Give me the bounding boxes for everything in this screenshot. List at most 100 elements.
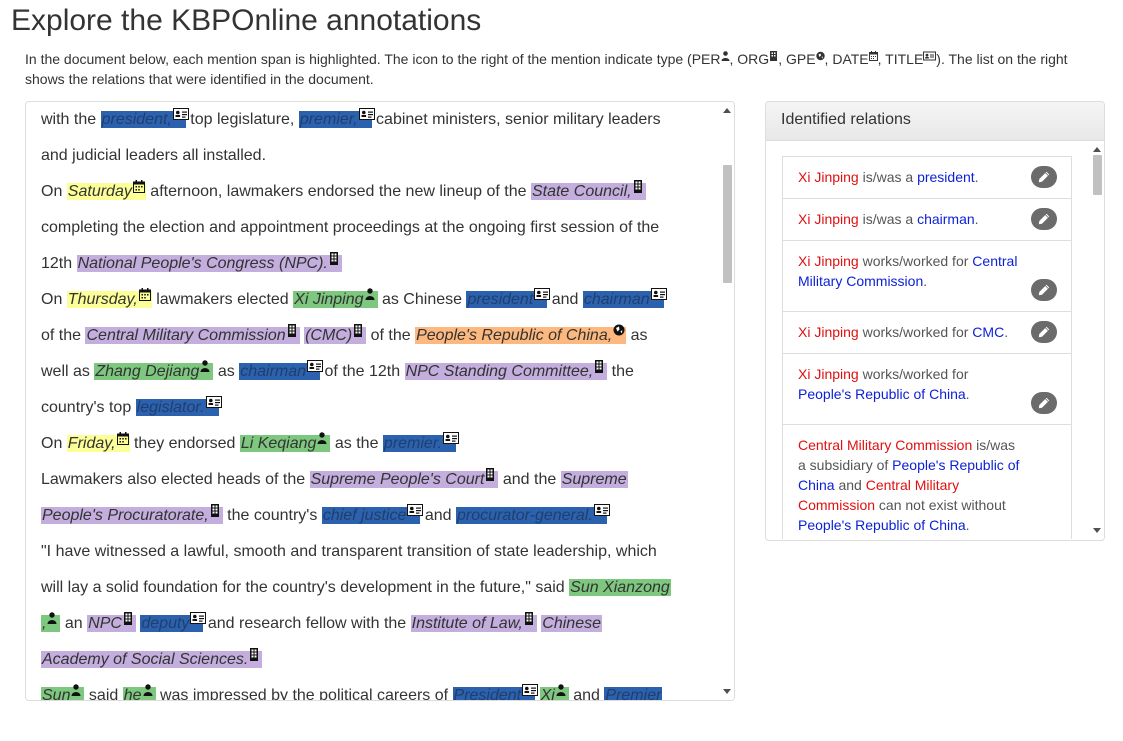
document-text-fragment: On — [41, 183, 67, 200]
mention-title[interactable]: president, — [100, 108, 189, 128]
mention-per[interactable]: Sun Xianzong — [569, 579, 671, 596]
document-text-fragment: they endorsed — [129, 435, 240, 452]
legend-separator: , — [877, 51, 886, 67]
relation-text: Xi Jinping works/worked for Central Mili… — [798, 251, 1056, 291]
edit-relation-button[interactable] — [1031, 208, 1057, 230]
calendar-icon — [132, 180, 145, 194]
id-card-icon — [358, 108, 375, 122]
document-text-fragment: of the — [41, 327, 86, 344]
mention-title[interactable]: premier. — [382, 432, 460, 452]
mention-text: People's Procuratorate, — [42, 507, 209, 524]
document-text-fragment: an — [60, 615, 88, 632]
document-line: completing the election and appointment … — [41, 210, 721, 246]
mention-org[interactable]: Central Military Commission — [85, 324, 300, 344]
mention-text: procurator-general. — [457, 507, 593, 524]
mention-title[interactable]: procurator-general. — [456, 504, 610, 524]
edit-relation-button[interactable] — [1031, 321, 1057, 343]
id-card-icon — [650, 288, 667, 302]
mention-per[interactable]: Zhang Dejiang — [94, 360, 214, 380]
mention-title[interactable]: chairman — [239, 360, 324, 380]
mention-text: Central Military Commission — [86, 327, 286, 344]
mention-text: President — [453, 687, 522, 701]
relation-subject: Central Military Commission — [798, 437, 973, 453]
scroll-up-arrow-icon[interactable] — [723, 108, 731, 113]
mention-title[interactable]: president — [466, 288, 551, 308]
mention-per[interactable]: Xi Jinping — [293, 288, 378, 308]
id-card-icon — [534, 288, 551, 302]
mention-text: Li Keqiang — [240, 435, 317, 452]
intro-lead: In the document below, each mention span… — [25, 51, 692, 67]
mention-title[interactable]: deputy — [140, 612, 207, 632]
mention-title[interactable]: premier, — [298, 108, 375, 128]
mention-per[interactable]: Li Keqiang — [239, 432, 331, 452]
id-card-icon — [407, 504, 424, 518]
mention-gpe[interactable]: People's Republic of China, — [415, 324, 627, 344]
mention-org[interactable]: Academy of Social Sciences. — [41, 648, 263, 668]
id-card-icon — [593, 504, 610, 518]
document-scrollbar[interactable] — [720, 102, 734, 700]
calendar-icon — [138, 288, 151, 302]
relations-body: Xi Jinping is/was a president.Xi Jinping… — [766, 141, 1104, 539]
intro-text: In the document below, each mention span… — [25, 49, 1100, 89]
mention-date[interactable]: Saturday — [66, 180, 146, 200]
edit-relation-button[interactable] — [1031, 166, 1057, 188]
relation-predicate: can not exist without — [875, 497, 1006, 513]
mention-per[interactable]: Xi — [539, 684, 569, 701]
building-icon — [123, 612, 135, 626]
relation-predicate: is/was a — [858, 169, 918, 185]
mention-org[interactable]: (CMC) — [304, 324, 367, 344]
relation-item: Xi Jinping works/worked for Central Mili… — [782, 241, 1072, 312]
mention-text: Supreme — [561, 471, 627, 488]
document-line: with the president, top legislature, pre… — [41, 102, 721, 138]
document-text-fragment: completing the election and appointment … — [41, 219, 660, 236]
document-text-fragment: the — [607, 363, 634, 380]
mention-per[interactable]: , — [41, 612, 61, 632]
mention-org[interactable]: National People's Congress (NPC). — [76, 252, 342, 272]
mention-org[interactable]: Supreme People's Court — [309, 468, 499, 488]
mention-text: Chinese — [542, 615, 601, 632]
relation-text: Xi Jinping is/was a chairman. — [798, 209, 1056, 229]
document-line: will lay a solid foundation for the coun… — [41, 570, 721, 606]
scroll-down-arrow-icon[interactable] — [1093, 528, 1101, 533]
mention-title[interactable]: chief justice — [321, 504, 424, 524]
mention-title[interactable]: President — [452, 684, 539, 701]
mention-org[interactable]: NPC — [87, 612, 136, 632]
mention-text: Institute of Law, — [411, 615, 523, 632]
mention-text: State Council, — [531, 183, 632, 200]
id-card-icon — [205, 396, 222, 410]
mention-text: Supreme People's Court — [310, 471, 485, 488]
relation-predicate: . — [974, 169, 979, 185]
mention-text: Xi Jinping — [294, 291, 364, 308]
relations-scroll-thumb[interactable] — [1093, 155, 1102, 195]
relations-scrollbar[interactable] — [1091, 141, 1104, 539]
mention-per[interactable]: he — [122, 684, 156, 700]
mention-org[interactable]: NPC Standing Committee, — [404, 360, 608, 380]
mention-date[interactable]: Thursday, — [66, 288, 152, 308]
scroll-up-arrow-icon[interactable] — [1093, 147, 1101, 152]
mention-text: Xi — [540, 687, 555, 701]
document-text-fragment: On — [41, 291, 67, 308]
document-text-fragment: cabinet ministers, senior military leade… — [371, 111, 661, 128]
mention-org[interactable]: Institute of Law, — [410, 612, 537, 632]
mention-org[interactable]: Chinese — [541, 615, 602, 632]
relation-predicate: . — [923, 273, 928, 289]
mention-title[interactable]: Premier — [604, 687, 663, 700]
mention-text: Saturday — [67, 183, 132, 200]
edit-relation-button[interactable] — [1031, 279, 1057, 301]
legend-org-label: ORG — [737, 51, 770, 67]
mention-title[interactable]: legislator. — [135, 396, 222, 416]
document-scroll-thumb[interactable] — [723, 165, 732, 283]
mention-org[interactable]: People's Procuratorate, — [41, 504, 223, 524]
mention-text: premier, — [299, 111, 358, 128]
scroll-down-arrow-icon[interactable] — [723, 689, 731, 694]
document-text-fragment: top legislature, — [185, 111, 299, 128]
edit-relation-button[interactable] — [1031, 392, 1057, 414]
globe-icon — [613, 324, 625, 338]
relation-predicate: . — [1004, 324, 1009, 340]
mention-org[interactable]: State Council, — [530, 180, 646, 200]
document-line: country's top legislator. — [41, 390, 721, 426]
mention-per[interactable]: Sun — [41, 684, 85, 700]
mention-date[interactable]: Friday, — [66, 432, 130, 452]
mention-org[interactable]: Supreme — [560, 471, 628, 488]
mention-title[interactable]: chairman — [582, 288, 667, 308]
